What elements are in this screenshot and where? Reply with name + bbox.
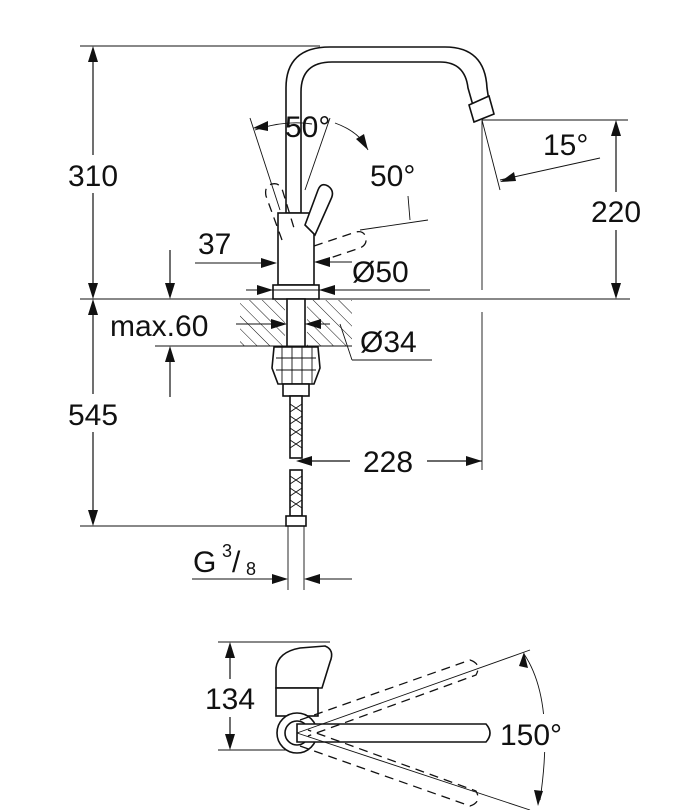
label-220: 220 (591, 196, 641, 229)
dimension-diameter-50: Ø50 (246, 256, 430, 295)
label-thread-separator: / (232, 546, 241, 579)
dimension-15-degree: 15° (481, 119, 601, 191)
dimension-220: 220 (582, 120, 650, 299)
label-134: 134 (205, 683, 255, 716)
spout-ghost-lower (299, 729, 479, 807)
top-view: 134 150° (196, 641, 582, 810)
label-37: 37 (198, 228, 231, 261)
housing-top-view (275, 687, 319, 717)
dimension-diameter-34: Ø34 (236, 319, 432, 361)
lever-top-view (275, 645, 333, 689)
spout-ghost-upper (299, 659, 479, 737)
label-310: 310 (68, 160, 118, 193)
lever-ghost-left (264, 183, 295, 241)
dimension-max-60: max.60 (110, 250, 240, 397)
side-view: 310 545 220 15° (60, 45, 650, 590)
aerator (468, 94, 495, 124)
label-diameter-34: Ø34 (360, 326, 417, 359)
label-50-degree-left: 50° (285, 111, 330, 144)
dimension-50-degree-right: 50° (304, 117, 429, 231)
lever-handle (304, 183, 334, 237)
label-15-degree: 15° (543, 129, 588, 162)
base-flange (272, 284, 320, 300)
hose-fitting (285, 515, 307, 527)
label-150-degree: 150° (500, 719, 562, 752)
dimension-545: 545 (60, 299, 126, 526)
label-thread-denominator: 8 (246, 559, 256, 579)
label-228: 228 (363, 446, 413, 479)
dimension-150-degree: 150° (296, 649, 582, 810)
label-545: 545 (68, 399, 118, 432)
mounting-nut (271, 346, 321, 385)
label-thread-g: G (193, 546, 216, 579)
label-diameter-50: Ø50 (352, 256, 409, 289)
dimension-310: 310 (60, 46, 126, 299)
lever-ghost-right (313, 230, 367, 263)
dimension-228: 228 (296, 446, 482, 479)
label-thread-numerator: 3 (222, 541, 232, 561)
dimension-connection-thread: G 3 / 8 (192, 541, 352, 584)
dimension-37: 37 (195, 228, 279, 278)
shank (286, 298, 306, 348)
dimension-134: 134 (196, 642, 264, 750)
faucet-body (264, 46, 495, 590)
label-max-60: max.60 (110, 310, 208, 343)
nut-collar (282, 383, 310, 397)
label-50-degree-right: 50° (370, 160, 415, 193)
spout-top-view (296, 723, 491, 743)
